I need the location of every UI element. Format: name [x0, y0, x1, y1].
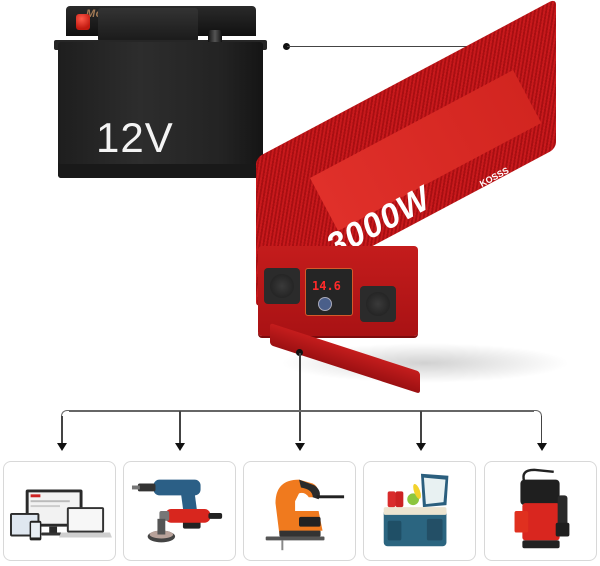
computers-icon [10, 489, 112, 541]
drill-and-grinder-icon [131, 479, 223, 543]
positive-terminal-icon [76, 14, 90, 30]
tree-dot-start [296, 349, 303, 356]
branch-line-5 [540, 416, 542, 444]
tree-trunk [299, 353, 301, 441]
display-value: 14.6 [312, 279, 341, 293]
device-card-power-tools [123, 461, 236, 561]
voltage-display: 14.6 [305, 268, 353, 316]
battery-body: 12V [58, 42, 263, 178]
connector-dot-start [283, 43, 290, 50]
ac-outlet-left-icon [264, 268, 300, 304]
ac-outlet-right-icon [360, 286, 396, 322]
branch-line-2 [179, 411, 181, 444]
arrow-down-icon [175, 443, 185, 451]
branch-line-4 [420, 411, 422, 444]
device-card-computers [3, 461, 116, 561]
power-inverter: 3000W PURE SINE POWER INVERTER KOSSS 14.… [250, 0, 570, 394]
portable-cooler-icon [383, 473, 449, 547]
submersible-pump-icon [514, 468, 570, 549]
battery-lid [98, 8, 198, 42]
device-card-cooler [363, 461, 476, 561]
connector-line-horizontal [287, 45, 532, 47]
arrow-down-icon [536, 443, 547, 451]
arrow-down-icon [416, 443, 426, 451]
device-card-jigsaw [243, 461, 356, 561]
arrow-down-icon [295, 443, 305, 451]
jigsaw-icon [265, 479, 345, 551]
branch-line-1 [61, 416, 63, 444]
tree-corner-left [61, 410, 69, 418]
tree-horizontal [69, 410, 534, 412]
tree-corner-right [534, 410, 542, 418]
device-card-water-pump [484, 461, 597, 561]
power-button-icon [318, 297, 332, 311]
battery-voltage-label: 12V [96, 114, 174, 161]
car-battery: Motorex 12V [54, 0, 267, 178]
arrow-down-icon [57, 443, 67, 451]
